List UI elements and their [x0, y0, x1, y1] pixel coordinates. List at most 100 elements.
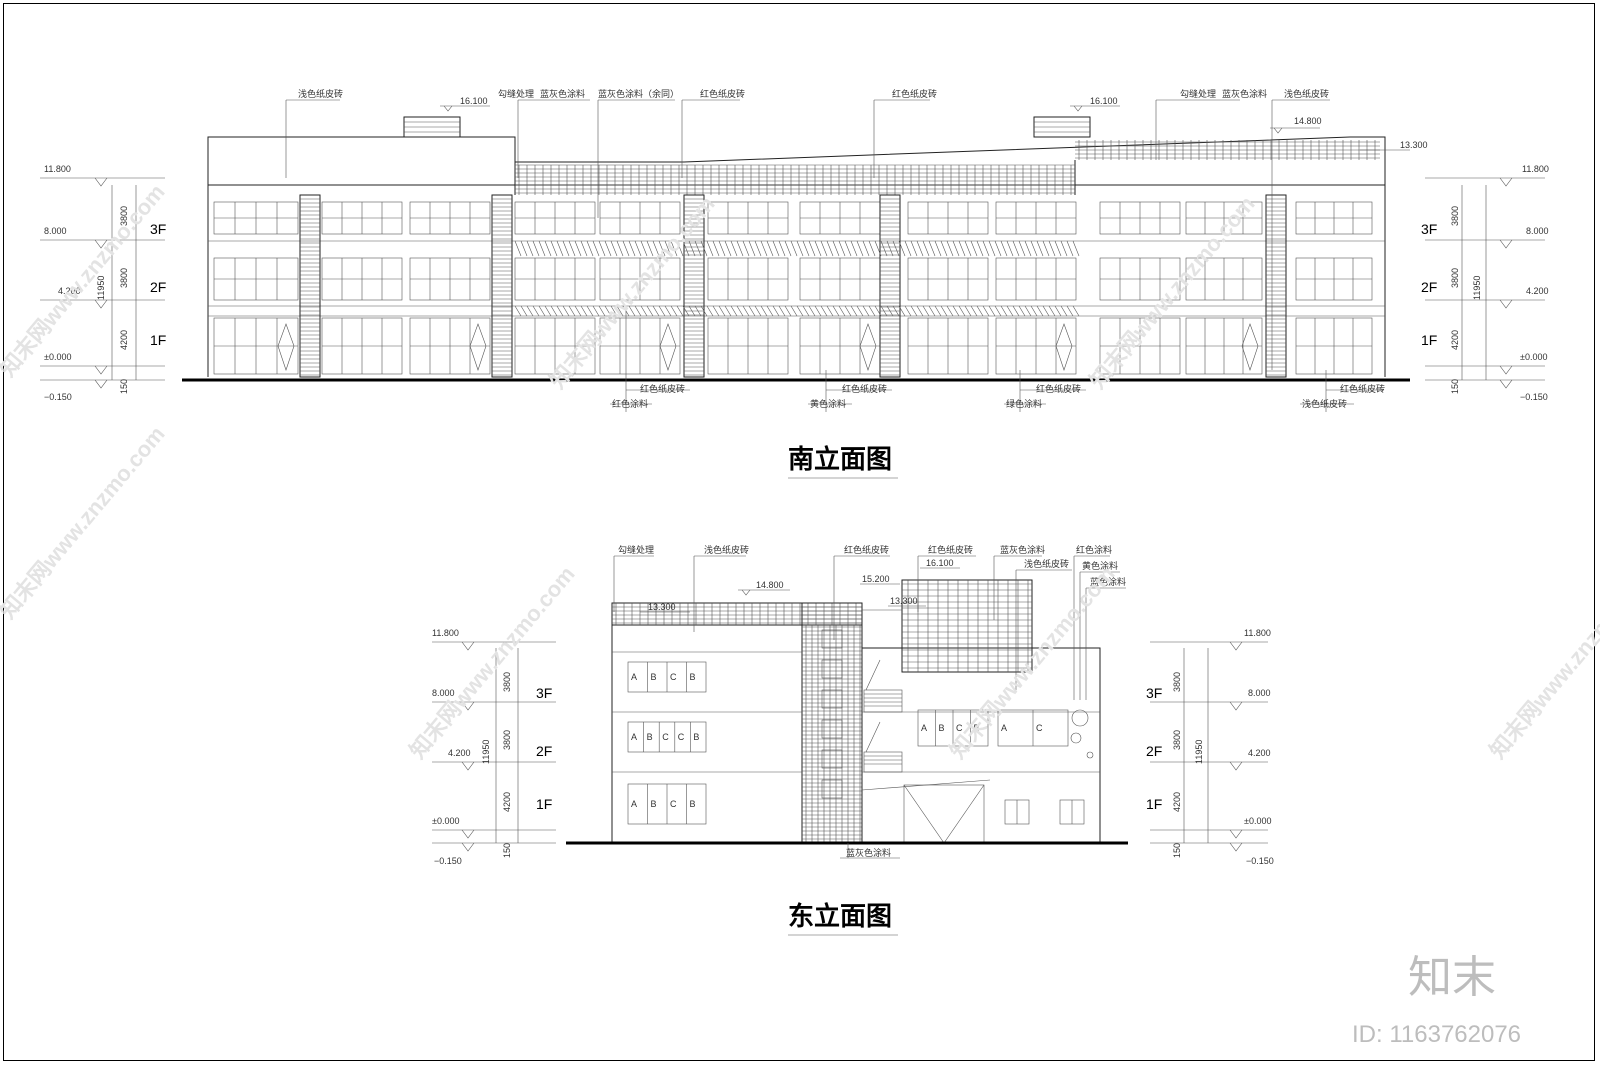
band-hatch — [874, 240, 882, 257]
watermark-text: 知末网www.znzmo.com — [0, 421, 170, 623]
band-hatch — [724, 240, 732, 257]
south-label-bluegray-rest: 蓝灰色涂料（余同） — [598, 88, 679, 100]
band-hatch — [538, 240, 546, 257]
band-hatch — [628, 305, 636, 317]
east-window-letter: A — [631, 799, 637, 809]
pillar — [879, 194, 901, 378]
pillar — [299, 194, 321, 378]
east-r-dim-150: 150 — [1172, 843, 1182, 858]
east-window — [627, 721, 707, 753]
south-elevation: 3F 2F 1F 3F 2F 1F 11.800 8.000 4.200 ±0.… — [40, 88, 1549, 479]
east-dim-3800a: 3800 — [502, 672, 512, 692]
east-floor-label-1f: 1F — [536, 796, 552, 812]
tower-inscription-glyph — [821, 629, 843, 649]
band-hatch — [934, 240, 942, 257]
east-level-13300b: 13.300 — [890, 596, 918, 606]
east-floor-label-2f-right: 2F — [1146, 743, 1162, 759]
band-hatch — [880, 305, 888, 317]
band-hatch — [586, 305, 594, 317]
south-elevation-title: 南立面图 — [788, 444, 892, 475]
band-hatch — [1048, 240, 1056, 257]
east-doors — [861, 779, 1085, 844]
door-diamond — [1055, 323, 1073, 371]
band-hatch — [796, 305, 804, 317]
band-hatch — [1024, 305, 1032, 317]
band-hatch — [658, 305, 666, 317]
band-hatch — [748, 305, 756, 317]
band-hatch — [964, 305, 972, 317]
band-hatch — [532, 240, 540, 257]
band-hatch — [850, 240, 858, 257]
band-hatch — [670, 240, 678, 257]
south-dim-3800b: 3800 — [119, 268, 129, 288]
south-pillars — [299, 194, 1287, 378]
band-hatch — [862, 305, 870, 317]
band-hatch — [526, 240, 534, 257]
band-hatch — [1060, 240, 1068, 257]
band-hatch — [928, 240, 936, 257]
band-hatch — [868, 240, 876, 257]
south-bottom-red-brick-a: 红色纸皮砖 — [640, 383, 685, 395]
south-dim-150: 150 — [119, 379, 129, 394]
band-hatch — [760, 305, 768, 317]
east-window-letter: B — [974, 723, 980, 733]
band-hatch — [538, 305, 546, 317]
band-hatch — [754, 305, 762, 317]
east-window-letter: C — [678, 732, 685, 742]
band-hatch — [940, 305, 948, 317]
band-hatch — [904, 305, 912, 317]
band-hatch — [568, 240, 576, 257]
band-hatch — [898, 240, 906, 257]
band-hatch — [724, 305, 732, 317]
south-dim-11950: 11950 — [96, 276, 106, 300]
band-hatch — [1066, 305, 1074, 317]
pillar — [683, 194, 705, 378]
east-window-letter: B — [690, 799, 696, 809]
band-hatch — [640, 305, 648, 317]
south-bottom-red-brick-b: 红色纸皮砖 — [842, 383, 887, 395]
band-hatch — [736, 240, 744, 257]
south-r-level-000: ±0.000 — [1520, 352, 1547, 362]
south-label-bluegray: 蓝灰色涂料 — [540, 88, 585, 100]
band-hatch — [766, 305, 774, 317]
band-hatch — [1000, 305, 1008, 317]
band-hatch — [568, 305, 576, 317]
south-floor-label-3f-right: 3F — [1421, 221, 1437, 237]
drawing-frame — [3, 3, 1595, 1061]
east-r-dim-3800b: 3800 — [1172, 730, 1182, 750]
south-top-callouts — [285, 99, 1410, 370]
band-hatch — [1006, 305, 1014, 317]
band-hatch — [784, 240, 792, 257]
east-label-light-brick: 浅色纸皮砖 — [704, 544, 749, 556]
south-r-dim-3800b: 3800 — [1450, 268, 1460, 288]
band-hatch — [628, 240, 636, 257]
band-hatch — [604, 240, 612, 257]
band-hatch — [922, 240, 930, 257]
band-hatch — [916, 305, 924, 317]
band-hatch — [838, 305, 846, 317]
east-label-red-brick-a: 红色纸皮砖 — [844, 544, 889, 556]
east-window-letter: C — [956, 723, 963, 733]
south-level-13300: 13.300 — [1400, 140, 1428, 150]
band-hatch — [862, 240, 870, 257]
east-top-callouts — [613, 555, 1126, 700]
east-label-blue-paint: 蓝色涂料 — [1090, 576, 1126, 588]
band-hatch — [820, 240, 828, 257]
band-hatch — [844, 240, 852, 257]
south-bottom-yellow-paint: 黄色涂料 — [810, 398, 846, 410]
east-window-letter: A — [631, 732, 637, 742]
band-hatch — [652, 305, 660, 317]
south-floor-label-1f-right: 1F — [1421, 332, 1437, 348]
band-hatch — [604, 305, 612, 317]
band-hatch — [1042, 305, 1050, 317]
band-hatch — [970, 240, 978, 257]
door-diamond — [659, 323, 677, 371]
band-hatch — [634, 240, 642, 257]
south-dim-3800a: 3800 — [119, 206, 129, 226]
band-hatch — [994, 240, 1002, 257]
east-round-ornament-a — [1071, 709, 1089, 727]
east-window-letter: C — [662, 732, 669, 742]
band-hatch — [766, 240, 774, 257]
band-hatch — [910, 305, 918, 317]
